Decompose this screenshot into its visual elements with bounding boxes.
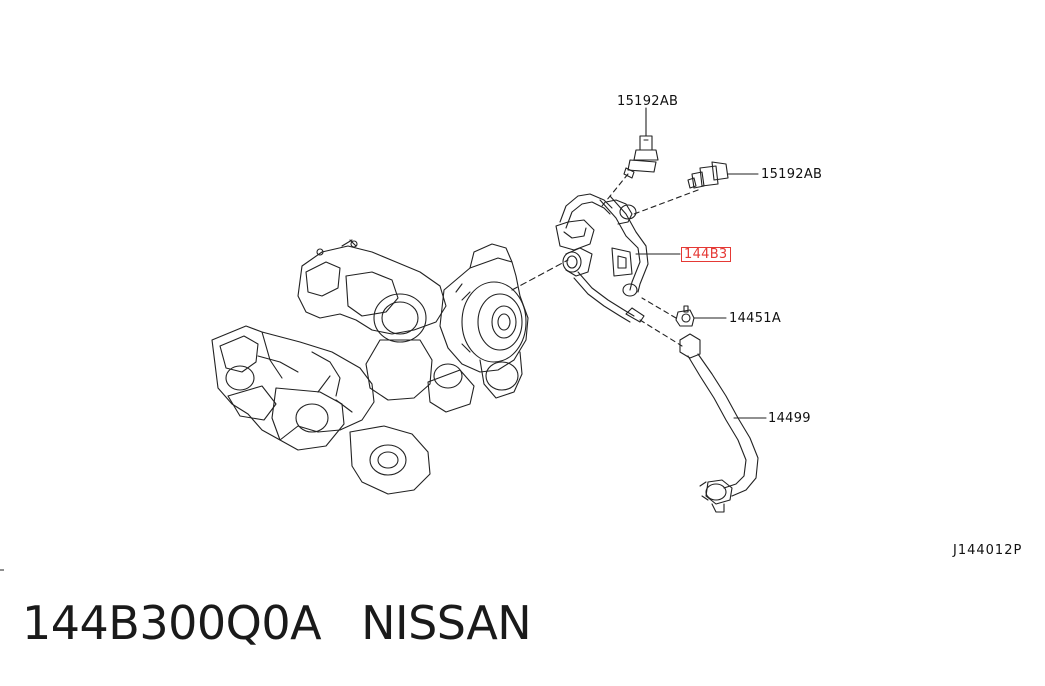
- callout-sensor-top: 15192AB: [617, 94, 679, 109]
- sensor-top: [623, 135, 659, 179]
- turbocharger: [439, 243, 529, 399]
- callout-bolt: 14451A: [729, 311, 782, 326]
- part-title: 144B300Q0A NISSAN: [22, 596, 532, 650]
- sensor-right: [687, 161, 729, 189]
- assembly-line-sensor-right: [633, 189, 699, 215]
- assembly-line-bolt: [641, 297, 677, 319]
- assembly-line-hose: [639, 319, 683, 347]
- callout-sensor-right: 15192AB: [761, 167, 823, 182]
- brand-name: NISSAN: [361, 596, 532, 650]
- callout-hose: 14499: [768, 411, 811, 426]
- diagram-code: J144012P: [953, 543, 1023, 558]
- assembly-line-1: [511, 259, 569, 291]
- assembly-line-sensor-top: [601, 173, 629, 207]
- turbo-housing: [211, 239, 475, 495]
- callout-pipe-highlight[interactable]: 144B3: [681, 247, 731, 262]
- hose: [679, 333, 759, 513]
- bolt: [675, 305, 695, 327]
- oil-pipe-144b3: [555, 193, 649, 323]
- part-number: 144B300Q0A: [22, 596, 322, 650]
